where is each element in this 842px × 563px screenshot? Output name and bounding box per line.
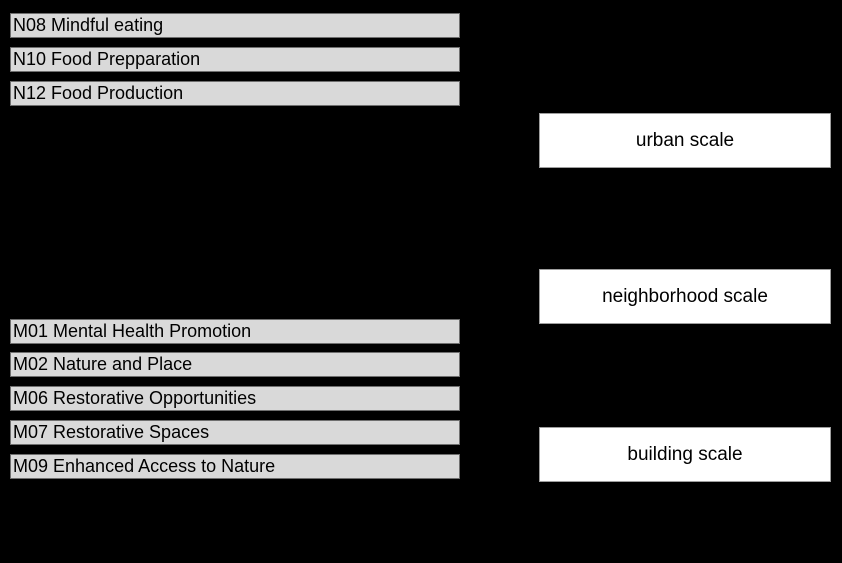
scale-box-urban: urban scale	[539, 113, 831, 168]
scale-box-neighborhood: neighborhood scale	[539, 269, 831, 324]
feature-bar-n12: N12 Food Production	[10, 81, 460, 106]
feature-bar-m01: M01 Mental Health Promotion	[10, 319, 460, 344]
feature-bar-m07: M07 Restorative Spaces	[10, 420, 460, 445]
feature-bar-n08: N08 Mindful eating	[10, 13, 460, 38]
feature-bar-n10: N10 Food Prepparation	[10, 47, 460, 72]
scale-box-building: building scale	[539, 427, 831, 482]
feature-bar-m09: M09 Enhanced Access to Nature	[10, 454, 460, 479]
feature-bar-m06: M06 Restorative Opportunities	[10, 386, 460, 411]
feature-bar-m02: M02 Nature and Place	[10, 352, 460, 377]
